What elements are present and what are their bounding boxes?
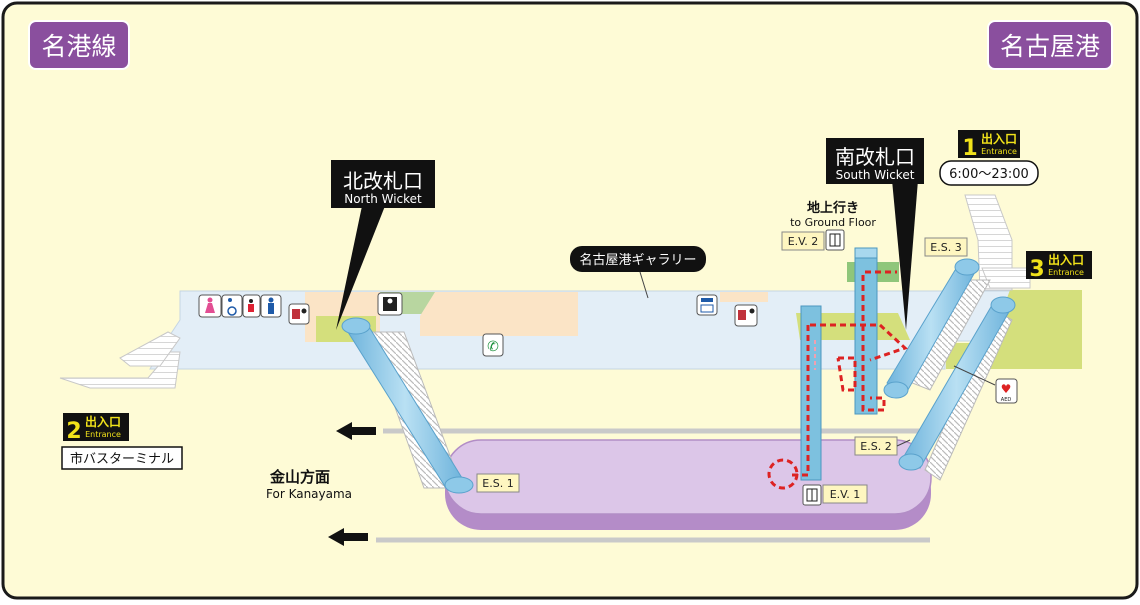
- svg-text:名古屋港ギャラリー: 名古屋港ギャラリー: [579, 252, 696, 268]
- family-toilet-icon: [242, 294, 261, 318]
- line-badge: 名港線: [28, 20, 130, 70]
- entrance-1-label: 1 出入口 Entrance 6:00～23:00: [939, 130, 1039, 186]
- women-toilet-icon: [198, 294, 222, 318]
- elevator-ev1-shaft: [800, 305, 822, 481]
- arrow-left-icon: [336, 422, 376, 440]
- station-badge: 名古屋港: [987, 20, 1113, 70]
- accessible-route: [767, 270, 908, 490]
- es1-label: E.S. 1: [476, 473, 520, 493]
- svg-text:北改札口: 北改札口: [343, 169, 423, 193]
- accessible-toilet-icon: [221, 294, 243, 318]
- gallery-label: 名古屋港ギャラリー: [570, 246, 706, 299]
- entrance1-stairs: [964, 194, 1013, 291]
- svg-text:南改札口: 南改札口: [835, 145, 915, 169]
- north-wicket-callout: 北改札口 North Wicket: [331, 160, 435, 330]
- svg-text:名古屋港: 名古屋港: [1000, 32, 1100, 61]
- svg-text:to Ground Floor: to Ground Floor: [790, 216, 876, 229]
- entrance3-stairs: [981, 267, 1031, 289]
- entrance-2-label: 2 出入口 Entrance 市バスターミナル: [61, 413, 183, 470]
- elevator-icon: [829, 233, 841, 247]
- arrow-left-icon: [328, 528, 368, 546]
- ticket-machine-icon: [696, 294, 718, 316]
- svg-text:2: 2: [66, 419, 81, 444]
- svg-text:地上行き: 地上行き: [807, 200, 859, 216]
- svg-text:♥: ♥: [1001, 382, 1012, 396]
- es2-label: E.S. 2: [854, 436, 911, 456]
- svg-text:E.V. 1: E.V. 1: [830, 488, 861, 501]
- ev2-label: E.V. 2: [781, 229, 845, 251]
- zone-beige-2: [720, 292, 768, 302]
- phone-icon: ✆: [482, 333, 504, 357]
- elevator-ev2-shaft: [854, 247, 878, 415]
- svg-text:出入口: 出入口: [1048, 252, 1084, 267]
- south-wicket-callout: 南改札口 South Wicket: [826, 138, 924, 330]
- escalator-es2: [898, 296, 1016, 481]
- svg-text:Entrance: Entrance: [981, 147, 1017, 156]
- svg-text:出入口: 出入口: [981, 131, 1017, 146]
- svg-text:市バスターミナル: 市バスターミナル: [70, 451, 174, 467]
- svg-text:Entrance: Entrance: [85, 430, 121, 439]
- svg-text:6:00～23:00: 6:00～23:00: [949, 167, 1029, 182]
- svg-text:North Wicket: North Wicket: [344, 192, 422, 206]
- svg-text:E.S. 3: E.S. 3: [930, 241, 961, 254]
- svg-text:名港線: 名港線: [41, 32, 116, 61]
- fare-adjustment-icon: [734, 304, 758, 327]
- escalator-es3: [883, 258, 991, 399]
- svg-text:E.V. 2: E.V. 2: [788, 235, 819, 248]
- ev1-label: E.V. 1: [802, 484, 868, 506]
- fare-adjustment-icon: [288, 303, 310, 325]
- svg-text:AED: AED: [1001, 397, 1012, 403]
- svg-text:金山方面: 金山方面: [269, 468, 330, 486]
- svg-text:3: 3: [1029, 257, 1044, 282]
- svg-text:✆: ✆: [487, 339, 499, 355]
- gallery-area: [420, 292, 578, 336]
- svg-text:For Kanayama: For Kanayama: [266, 487, 352, 501]
- es3-label: E.S. 3: [924, 237, 968, 257]
- men-toilet-icon: [260, 294, 282, 318]
- aed-icon: ♥ AED: [995, 378, 1018, 404]
- svg-text:出入口: 出入口: [85, 414, 121, 429]
- direction-label: 金山方面 For Kanayama: [266, 468, 352, 501]
- svg-text:E.S. 1: E.S. 1: [482, 477, 513, 490]
- svg-text:Entrance: Entrance: [1048, 268, 1084, 277]
- svg-text:1: 1: [962, 136, 977, 161]
- svg-text:E.S. 2: E.S. 2: [860, 440, 891, 453]
- escalator-es1: [341, 317, 474, 494]
- elevator-icon: [806, 488, 818, 502]
- station-office-icon: [377, 292, 403, 316]
- svg-text:South Wicket: South Wicket: [836, 168, 915, 182]
- aed-leader: [953, 365, 996, 386]
- to-ground-label: 地上行き to Ground Floor: [790, 200, 876, 229]
- entrance-3-label: 3 出入口 Entrance: [1026, 251, 1092, 282]
